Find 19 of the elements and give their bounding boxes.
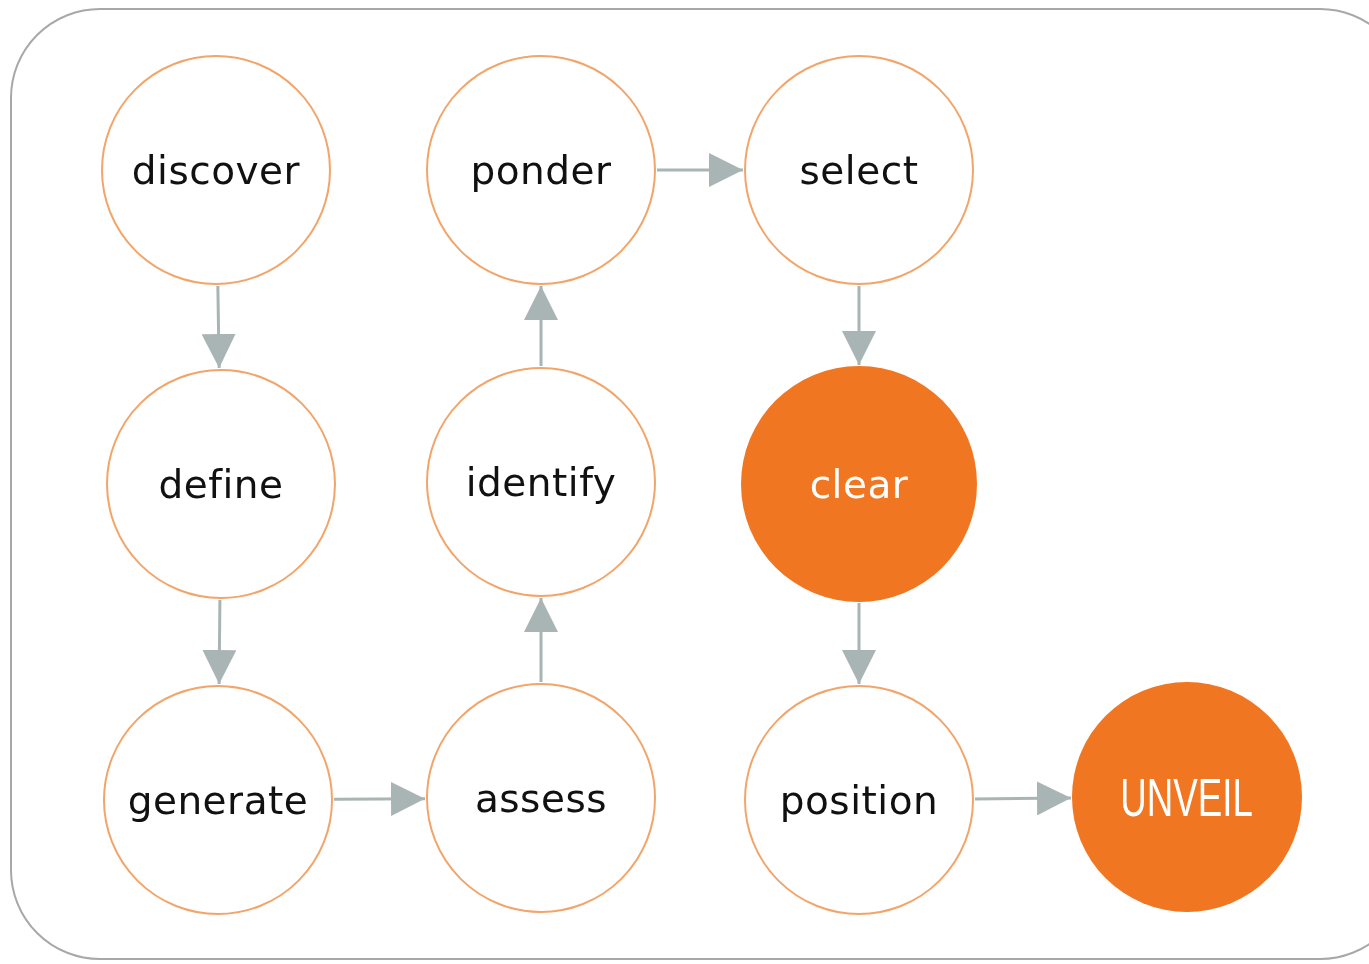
arrow	[334, 781, 425, 816]
step-label: select	[799, 147, 919, 193]
step-label: position	[779, 777, 939, 823]
arrow	[524, 598, 558, 682]
step-label: generate	[127, 777, 309, 823]
step-label: discover	[131, 147, 301, 193]
arrow	[201, 285, 236, 369]
step-label: assess	[474, 775, 608, 821]
arrow	[657, 153, 743, 187]
arrow	[975, 781, 1072, 816]
arrow	[524, 286, 558, 366]
step-label: identify	[465, 459, 617, 505]
arrow	[202, 600, 237, 685]
step-label: define	[158, 461, 284, 507]
step-label: UNVEIL	[1120, 766, 1254, 828]
step-label: ponder	[470, 147, 612, 193]
arrow	[842, 603, 876, 684]
arrow	[842, 286, 876, 365]
step-label: clear	[809, 461, 909, 507]
